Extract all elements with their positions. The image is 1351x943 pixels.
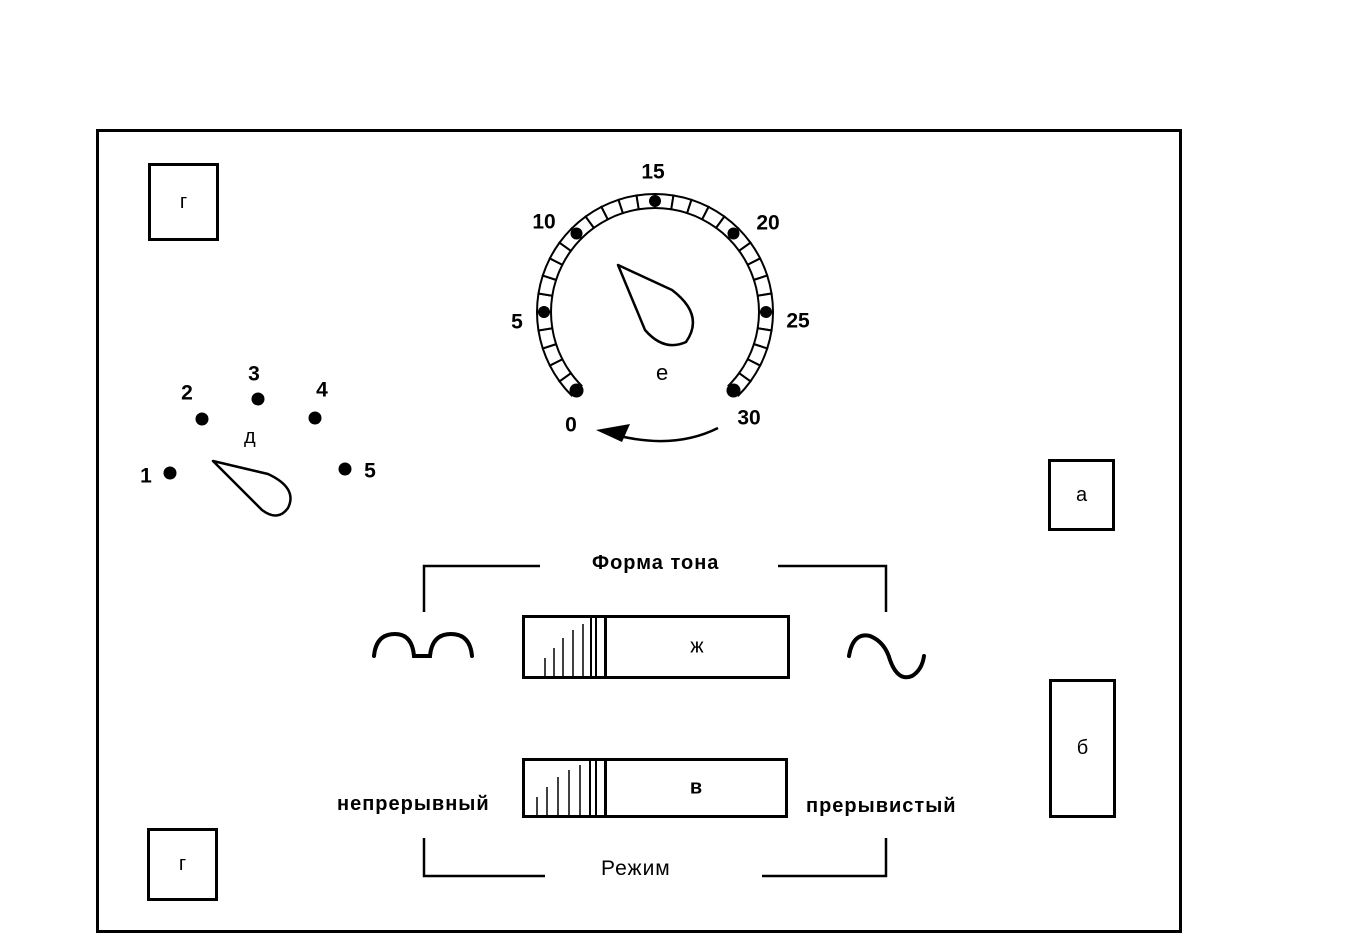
selector-position-2: 2 bbox=[181, 381, 193, 405]
mode-slider[interactable]: в bbox=[522, 758, 788, 818]
tone-form-bracket bbox=[422, 564, 888, 612]
tone-form-title: Форма тона bbox=[592, 552, 720, 574]
dial-major-mark bbox=[727, 227, 740, 240]
selector-label: д bbox=[244, 426, 256, 448]
dial-scale-segment bbox=[617, 194, 640, 215]
selector-dot-2 bbox=[195, 412, 209, 426]
mode-title: Режим bbox=[601, 857, 671, 880]
top-left-square[interactable]: г bbox=[148, 163, 219, 241]
dial-scale-segment bbox=[752, 274, 773, 297]
pulsed-wave-icon bbox=[372, 631, 474, 658]
dial-scale-segment bbox=[537, 327, 558, 350]
dial-scale-5: 5 bbox=[511, 310, 523, 334]
slider-grip-lines bbox=[536, 761, 597, 815]
tone-slider-handle[interactable] bbox=[525, 618, 607, 676]
slider-grip-lines bbox=[544, 618, 597, 676]
top-left-square-label: г bbox=[179, 190, 188, 213]
tone-slider-label: ж bbox=[690, 635, 704, 658]
dial-scale-30: 30 bbox=[737, 406, 761, 430]
dial-major-mark bbox=[649, 195, 661, 207]
dial-arrow-head bbox=[596, 424, 630, 442]
selector-dot-5 bbox=[338, 462, 352, 476]
selector-pointer[interactable] bbox=[211, 459, 292, 517]
dial-major-mark bbox=[726, 383, 741, 398]
dial-scale-15: 15 bbox=[641, 160, 665, 184]
mode-slider-handle[interactable] bbox=[525, 761, 607, 815]
tone-slider[interactable]: ж bbox=[522, 615, 790, 679]
dial-scale-25: 25 bbox=[786, 309, 810, 333]
right-square-a[interactable]: а bbox=[1048, 459, 1115, 531]
dial-label: е bbox=[656, 360, 669, 385]
dial-scale-0: 0 bbox=[565, 413, 577, 437]
mode-slider-label: в bbox=[689, 776, 703, 799]
selector-position-1: 1 bbox=[140, 464, 152, 488]
control-panel bbox=[96, 129, 1182, 933]
selector-position-5: 5 bbox=[364, 459, 376, 483]
dial-major-mark bbox=[569, 383, 584, 398]
mode-bracket bbox=[422, 838, 888, 878]
selector-position-4: 4 bbox=[316, 378, 328, 402]
mode-continuous-label: непрерывный bbox=[337, 793, 490, 815]
dial-major-mark bbox=[760, 306, 772, 318]
right-square-a-label: а bbox=[1075, 483, 1088, 506]
selector-dot-1 bbox=[163, 466, 177, 480]
bottom-left-square[interactable]: г bbox=[147, 828, 218, 901]
dial-major-mark bbox=[570, 227, 583, 240]
selector-position-3: 3 bbox=[248, 362, 260, 386]
bottom-left-square-label: г bbox=[178, 853, 187, 875]
dial-scale-10: 10 bbox=[532, 210, 556, 234]
dial-major-mark bbox=[538, 306, 550, 318]
selector-dot-3 bbox=[251, 392, 265, 406]
right-square-b[interactable]: б bbox=[1049, 679, 1116, 818]
dial-pointer[interactable] bbox=[616, 263, 695, 347]
selector-dot-4 bbox=[308, 411, 322, 425]
dial-scale-20: 20 bbox=[756, 211, 780, 235]
mode-intermittent-label: прерывистый bbox=[806, 795, 957, 817]
dial-scale-ring bbox=[535, 192, 775, 398]
sine-wave-icon bbox=[847, 633, 926, 680]
right-square-b-label: б bbox=[1076, 737, 1089, 759]
